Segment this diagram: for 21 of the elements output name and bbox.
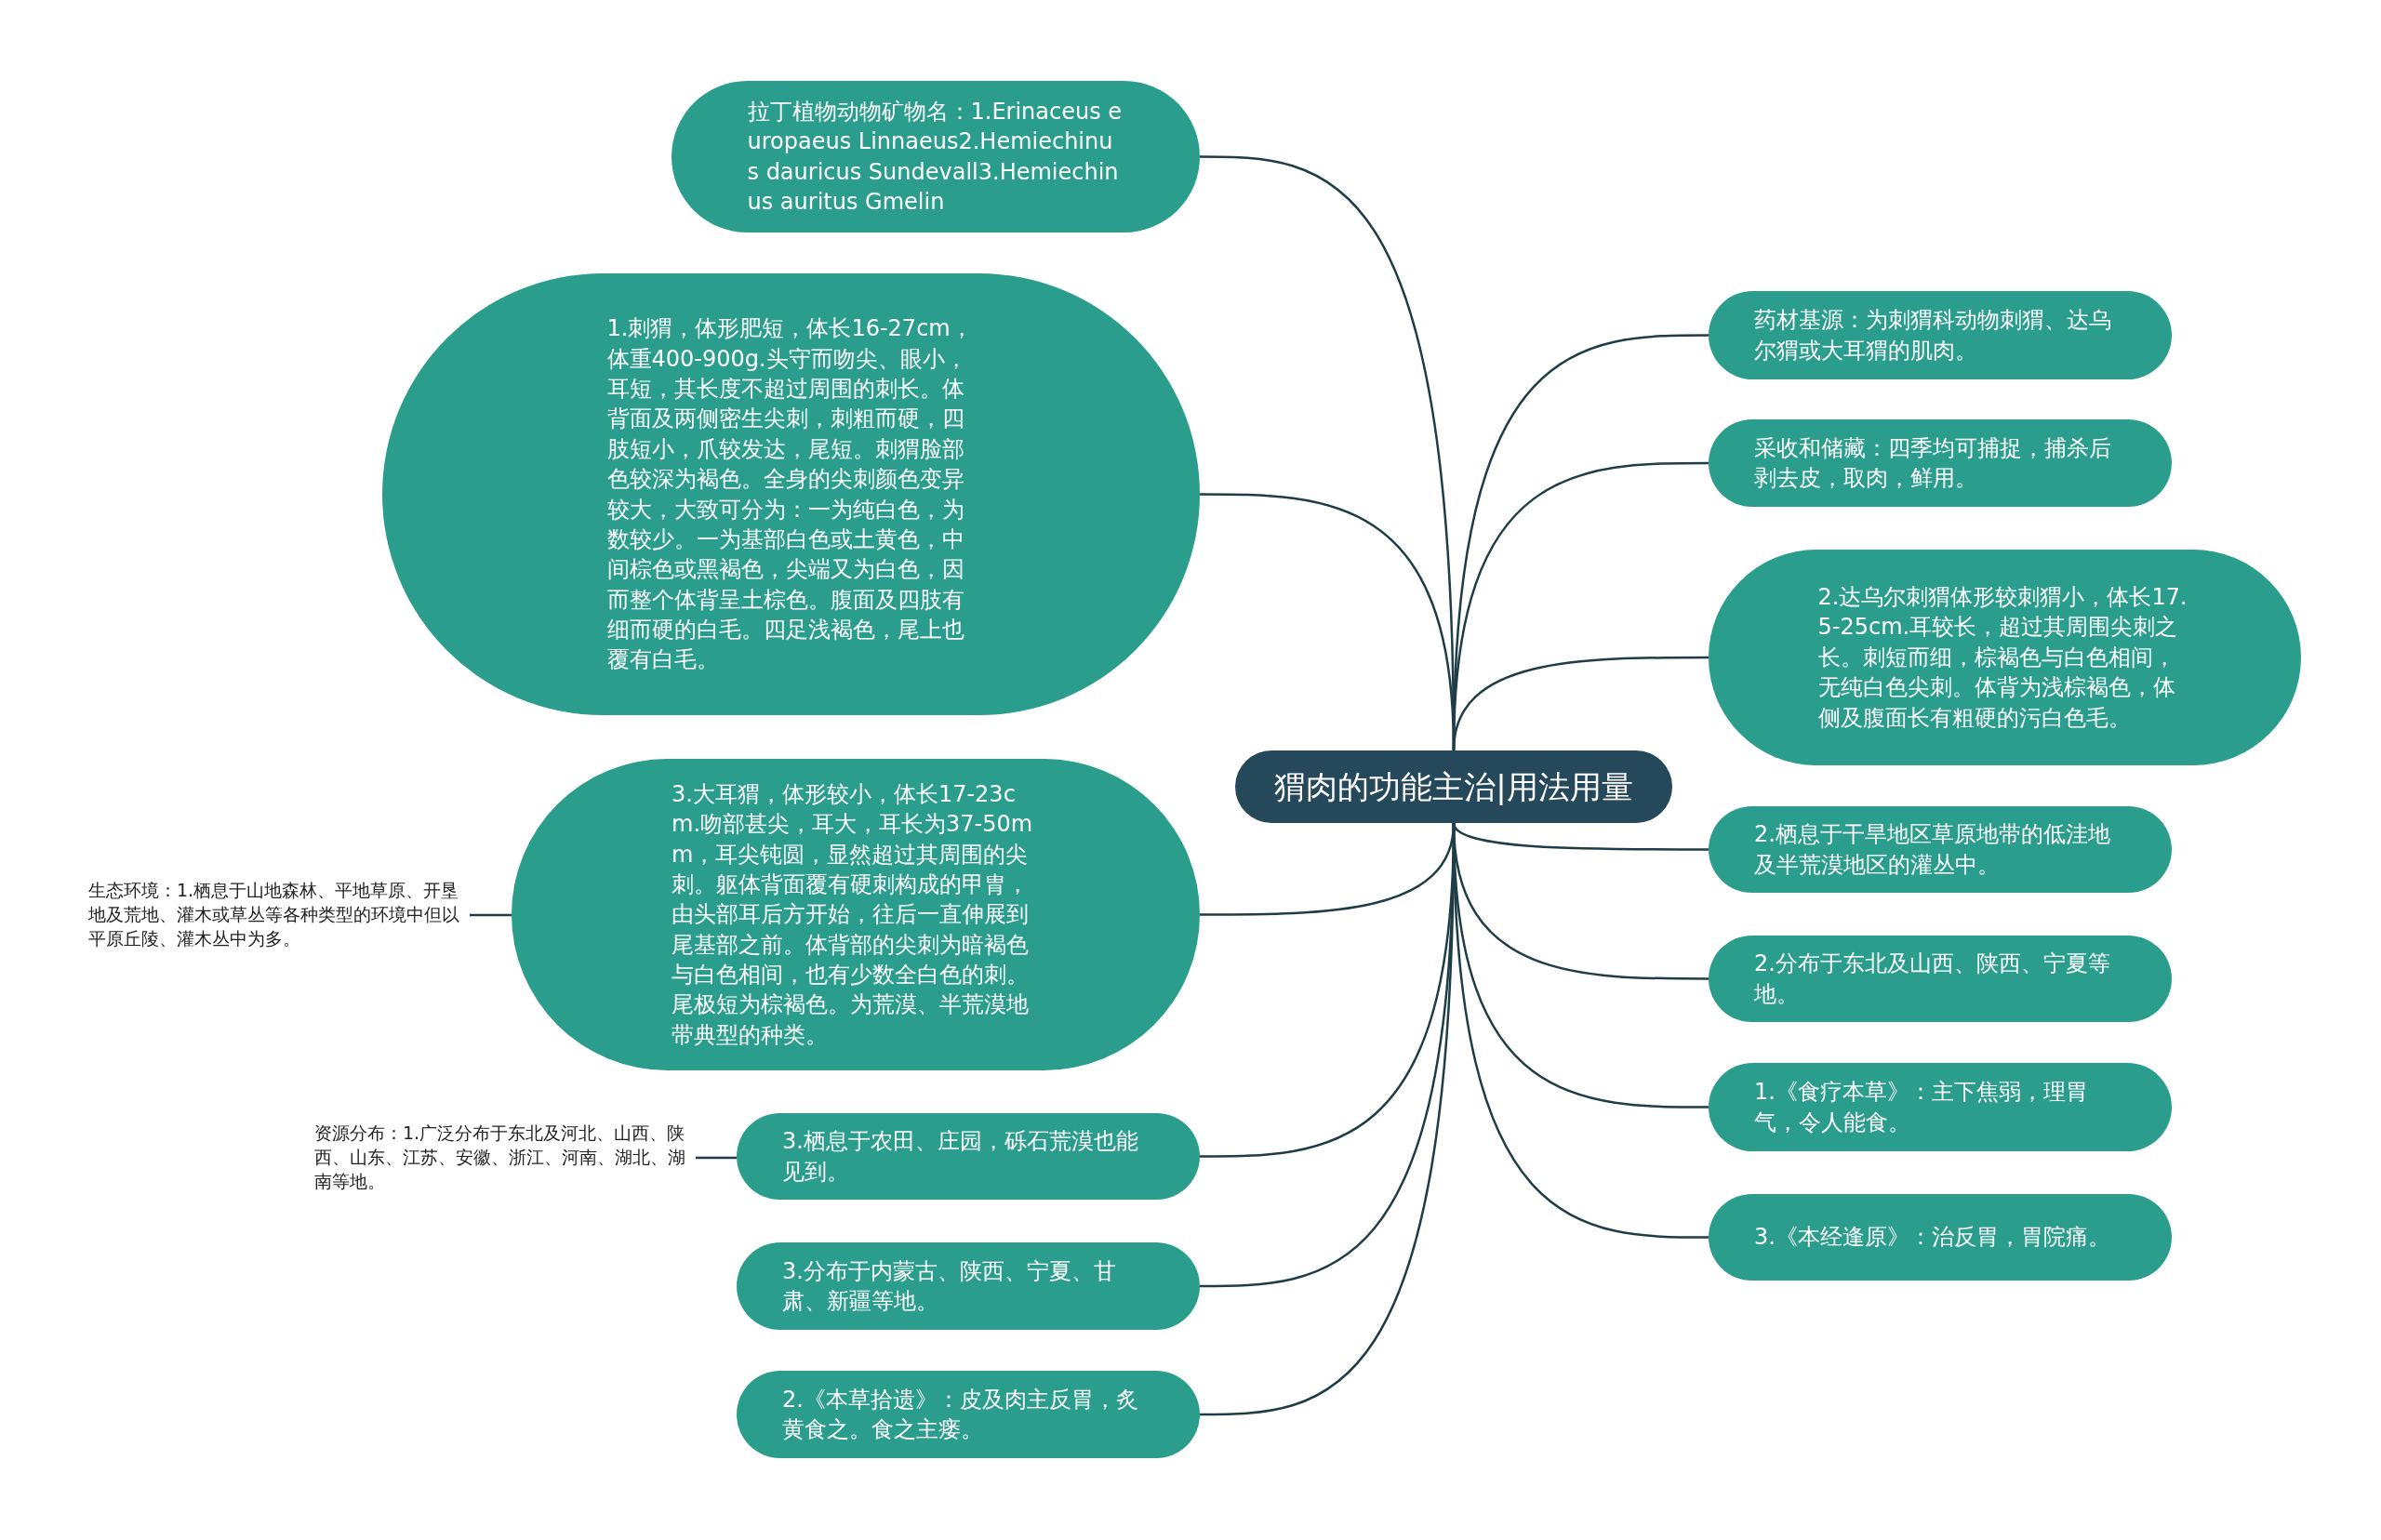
connector-line xyxy=(696,1156,737,1160)
topic-text: 3.栖息于农田、庄园，砾石荒漠也能见到。 xyxy=(782,1127,1139,1187)
topic-text: 药材基源：为刺猬科动物刺猬、达乌尔猬或大耳猬的肌肉。 xyxy=(1754,306,2112,365)
topic-text: 3.分布于内蒙古、陕西、宁夏、甘肃、新疆等地。 xyxy=(782,1256,1117,1316)
topic-text: 3.《本经逢原》：治反胃，胃院痛。 xyxy=(1754,1223,2111,1253)
topic-text: 2.栖息于干旱地区草原地带的低洼地及半荒漠地区的灌丛中。 xyxy=(1754,820,2111,880)
topic-text: 拉丁植物动物矿物名：1.Erinaceus europaeus Linnaeus2.Hemiechinus dauricus Sundevall3.Hemiechinus auritus Gmelin xyxy=(747,97,1124,217)
connector-line xyxy=(1452,822,1709,851)
central-topic-text: 猬肉的功能主治|用法用量 xyxy=(1274,766,1633,807)
topic-text: 采收和储藏：四季均可捕捉，捕杀后剥去皮，取肉，鲜用。 xyxy=(1754,433,2112,493)
topic-text: 2.《本草拾遗》：皮及肉主反胃，炙黄食之。食之主瘘。 xyxy=(782,1385,1139,1444)
topic-text: 3.大耳猬，体形较小，体长17-23cm.吻部甚尖，耳大，耳长为37-50mm，耳尖钝圆，显然超过其周围的尖刺。躯体背面覆有硬刺构成的甲胄，由头部耳后方开始，往后一直伸展到尾基部之前。体背部的尖刺为暗褐色与白色相间，也有少数全白色的刺。尾极短为棕褐色。为荒漠、半荒漠地带典型的种类。 xyxy=(672,779,1034,1050)
note-text: 生态环境：1.栖息于山地森林、平地草原、开垦地及荒地、灌木或草丛等各种类型的环境中但以平原丘陵、灌木丛中为多。 xyxy=(88,878,470,951)
connector-line xyxy=(1452,822,1709,1239)
topic-text: 1.《食疗本草》：主下焦弱，理胃气，令人能食。 xyxy=(1754,1078,2089,1137)
topic-text: 2.分布于东北及山西、陕西、宁夏等地。 xyxy=(1754,949,2111,1009)
connector-line xyxy=(470,913,512,917)
note-text: 资源分布：1.广泛分布于东北及河北、山西、陕西、山东、江苏、安徽、浙江、河南、湖北、湖南等地。 xyxy=(314,1121,696,1194)
topic-text: 1.刺猬，体形肥短，体长16-27cm，体重400-900g.头守而吻尖、眼小，耳短，其长度不超过周围的刺长。体背面及两侧密生尖刺，刺粗而硬，四肢短小，爪较发达，尾短。刺猬脸部色较深为褐色。全身的尖刺颜色变异较大，大致可分为：一为纯白色，为数较少。一为基部白色或土黄色，中间棕色或黑褐色，尖端又为白色，因而整个体背呈土棕色。腹面及四肢有细而硬的白毛。四足浅褐色，尾上也覆有白毛。 xyxy=(606,314,974,675)
connector-line xyxy=(1452,656,1709,751)
topic-text: 2.达乌尔刺猬体形较刺猬小，体长17.5-25cm.耳较长，超过其周围尖刺之长。刺短而细，棕褐色与白色相间，无纯白色尖刺。体背为浅棕褐色，体侧及腹面长有粗硬的污白色毛。 xyxy=(1817,583,2188,733)
